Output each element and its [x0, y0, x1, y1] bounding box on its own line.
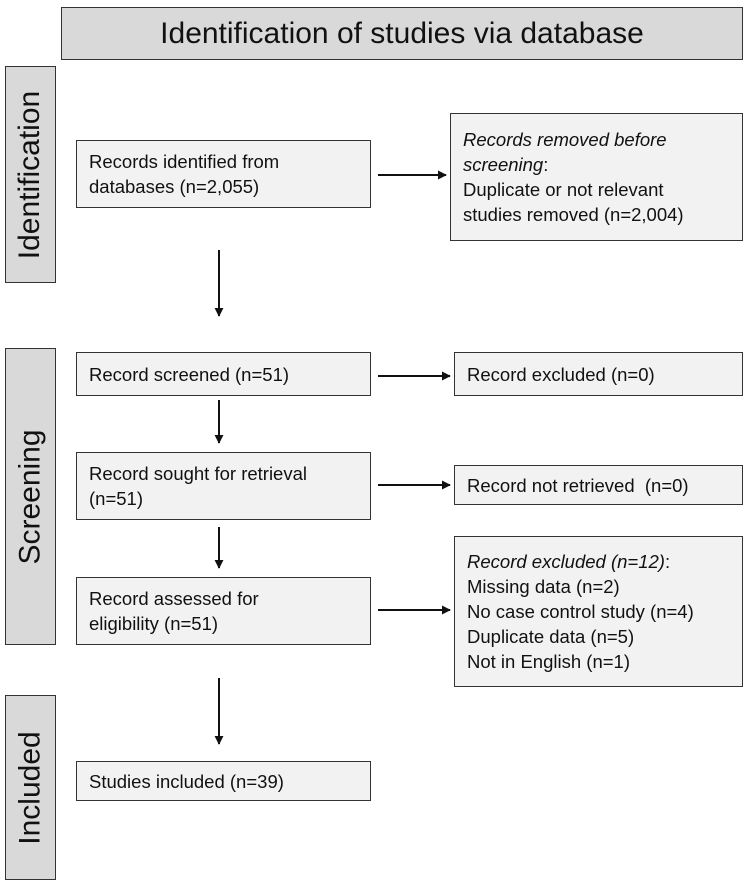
box-records-identified: Records identified from databases (n=2,0… [76, 140, 371, 208]
record-not-retrieved-text: Record not retrieved (n=0) [467, 474, 689, 496]
phase-included: Included [5, 695, 56, 880]
box-record-excluded-eligibility: Record excluded (n=12): Missing data (n=… [454, 536, 743, 687]
box-record-excluded-screening: Record excluded (n=0) [454, 352, 743, 396]
box-record-assessed: Record assessed for eligibility (n=51) [76, 577, 371, 645]
records-removed-line2: studies removed (n=2,004) [463, 204, 684, 225]
excluded-reason-item: Not in English (n=1) [467, 651, 630, 672]
record-screened-text: Record screened (n=51) [89, 363, 290, 385]
box-record-retrieval: Record sought for retrieval (n=51) [76, 452, 371, 520]
record-excluded-screening-text: Record excluded (n=0) [467, 363, 655, 385]
box-studies-included: Studies included (n=39) [76, 761, 371, 801]
excluded-reason-item: Missing data (n=2) [467, 576, 620, 597]
phase-screening: Screening [5, 348, 56, 645]
excluded-eligibility-heading: Record excluded (n=12) [467, 551, 665, 572]
records-removed-heading-line1: Records removed before [463, 127, 730, 152]
box-records-removed: Records removed before screening: Duplic… [450, 113, 743, 241]
excluded-eligibility-heading-line: Record excluded (n=12): [467, 549, 730, 574]
phase-included-label: Included [13, 730, 47, 845]
studies-included-text: Studies included (n=39) [89, 770, 284, 792]
excluded-reason-item: No case control study (n=4) [467, 601, 694, 622]
box-record-screened: Record screened (n=51) [76, 352, 371, 396]
record-assessed-line1: Record assessed for [89, 588, 259, 609]
phase-identification: Identification [5, 66, 56, 283]
records-removed-colon: : [543, 154, 549, 175]
records-removed-heading-cont: screening [463, 154, 544, 175]
box-record-not-retrieved: Record not retrieved (n=0) [454, 465, 743, 505]
records-identified-line1: Records identified from [89, 151, 280, 172]
record-retrieval-line2: (n=51) [89, 488, 143, 509]
excluded-reason-item: Duplicate data (n=5) [467, 626, 635, 647]
records-removed-line1: Duplicate or not relevant [463, 179, 664, 200]
diagram-title: Identification of studies via database [61, 7, 743, 60]
record-retrieval-line1: Record sought for retrieval [89, 463, 307, 484]
phase-identification-label: Identification [13, 90, 47, 259]
records-identified-line2: databases (n=2,055) [89, 176, 260, 197]
phase-screening-label: Screening [13, 428, 47, 565]
records-removed-heading-line2: screening: [463, 152, 730, 177]
excluded-eligibility-colon: : [664, 551, 671, 572]
records-removed-heading: Records removed before [463, 129, 667, 150]
record-assessed-line2: eligibility (n=51) [89, 613, 219, 634]
